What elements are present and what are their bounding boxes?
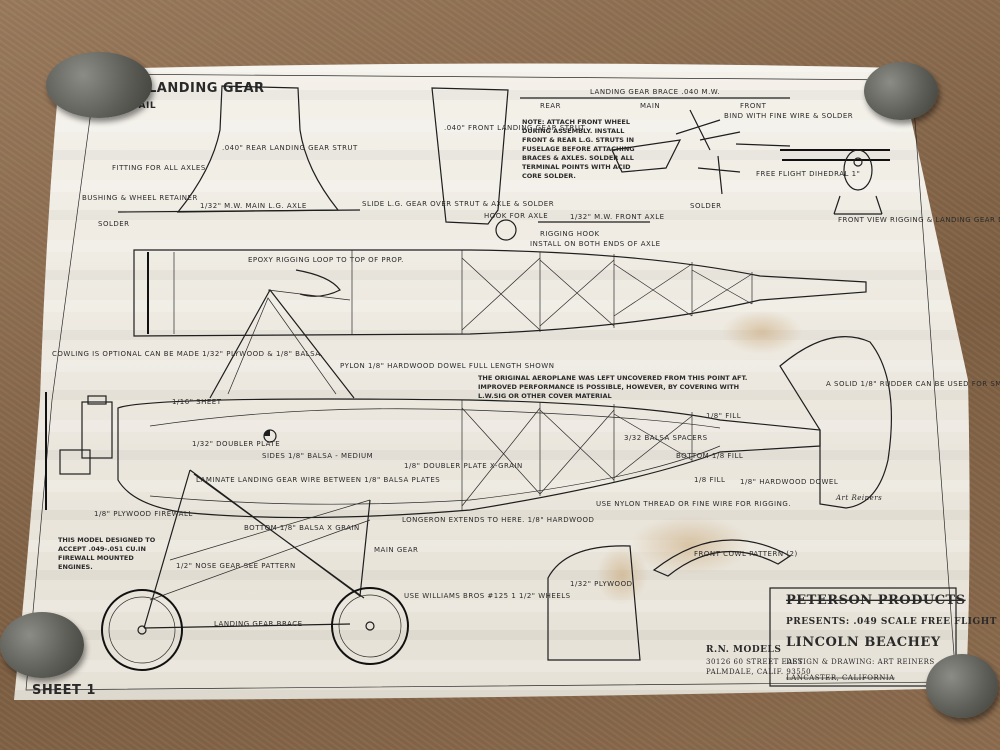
location-line: LANCASTER, CALIFORNIA [786, 674, 895, 682]
front-strut-label: .040" FRONT LANDING GEAR STRUT [444, 124, 586, 132]
front-strut-drawing [431, 87, 509, 225]
nose-gear-label: 1/2" NOSE GEAR SEE PATTERN [176, 562, 296, 570]
nylon-label: USE NYLON THREAD OR FINE WIRE FOR RIGGIN… [596, 500, 791, 508]
landing-gear-title: LANDING GEAR [148, 81, 265, 96]
longeron-label: LONGERON EXTENDS TO HERE. 1/8" HARDWOOD [402, 516, 594, 524]
signature: Art Reiners [835, 494, 882, 502]
doubler-label: 1/32" DOUBLER PLATE [192, 440, 280, 448]
patterns: 1/32" PLYWOOD FRONT COWL PATTERN (2) [547, 539, 798, 661]
design-line: DESIGN & DRAWING: ART REINERS [786, 658, 935, 666]
designed-note: THIS MODEL DESIGNED TO ACCEPT .049-.051 … [58, 536, 156, 571]
rigging-hook-label: RIGGING HOOK [540, 230, 600, 238]
cowling-label: COWLING IS OPTIONAL CAN BE MADE 1/32" PL… [52, 350, 323, 358]
fitting-label: FITTING FOR ALL AXLES [112, 164, 206, 172]
rn-models-stamp: R.N. MODELS 30126 60 STREET EAST PALMDAL… [706, 645, 811, 676]
install-both-label: INSTALL ON BOTH ENDS OF AXLE [530, 240, 661, 248]
fuselage-top-view: EPOXY RIGGING LOOP TO TOP OF PROP. [133, 249, 867, 337]
sheet-number: SHEET 1 [32, 683, 96, 698]
engine-drawing [81, 401, 113, 459]
laminate-label: LAMINATE LANDING GEAR WIRE BETWEEN 1/8" … [196, 476, 440, 484]
bind-label: BIND WITH FINE WIRE & SOLDER [724, 112, 853, 120]
rn-models-name: R.N. MODELS [706, 645, 781, 655]
brace-title: LANDING GEAR BRACE .040 M.W. [590, 88, 720, 96]
cowl-label: FRONT COWL PATTERN (2) [694, 550, 798, 558]
rear-strut-label: .040" REAR LANDING GEAR STRUT [222, 144, 358, 152]
plywood-pattern [547, 545, 641, 661]
rn-models-city: PALMDALE, CALIF. 93550 [706, 668, 811, 676]
brace-detail: LANDING GEAR BRACE .040 M.W. REAR MAIN F… [520, 88, 1000, 224]
brace-solder-label: SOLDER [690, 202, 722, 210]
main-gear-label: MAIN GEAR [374, 546, 418, 554]
solder-label: SOLDER [98, 220, 130, 228]
rudder-drawing [779, 336, 892, 509]
rn-models-street: 30126 60 STREET EAST [706, 658, 803, 666]
bushing-label: BUSHING & WHEEL RETAINER [82, 194, 198, 202]
bottom-fill-label: BOTTOM 1/8 FILL [676, 452, 743, 460]
assembly-note: NOTE: ATTACH FRONT WHEEL DURING ASSEMBLY… [522, 118, 635, 180]
doubler-plate-label: 1/8" DOUBLER PLATE X-GRAIN [404, 462, 523, 470]
model-name: LINCOLN BEACHEY [786, 635, 941, 650]
presents-line: PRESENTS: .049 SCALE FREE FLIGHT [786, 617, 997, 627]
epoxy-label: EPOXY RIGGING LOOP TO TOP OF PROP. [248, 256, 404, 264]
nose-wheel [101, 589, 183, 671]
sheet-border [25, 73, 957, 691]
spacers-label: 3/32 BALSA SPACERS [624, 434, 708, 442]
landing-gear-subtitle: DETAIL [118, 101, 156, 111]
slide-label: SLIDE L.G. GEAR OVER STRUT & AXLE & SOLD… [362, 200, 554, 208]
dowel-label: 1/8" HARDWOOD DOWEL [740, 478, 838, 486]
brace-front: FRONT [740, 102, 767, 110]
firewall-label: 1/8" PLYWOOD FIREWALL [94, 510, 193, 518]
hook-label: HOOK FOR AXLE [484, 212, 548, 220]
title-block: PETERSON PRODUCTS PRESENTS: .049 SCALE F… [769, 587, 997, 687]
main-wheel [331, 587, 409, 665]
company-name: PETERSON PRODUCTS [786, 593, 966, 608]
fill-label: 1/8" FILL [706, 412, 741, 420]
front-axle-label: 1/32" M.W. FRONT AXLE [570, 213, 665, 221]
brace-main: MAIN [640, 102, 660, 110]
pylon-label: PYLON 1/8" HARDWOOD DOWEL FULL LENGTH SH… [340, 362, 554, 370]
sides-label: SIDES 1/8" BALSA - MEDIUM [262, 452, 373, 460]
plywood-label: 1/32" PLYWOOD [570, 580, 632, 588]
wheels-label: USE WILLIAMS BROS #125 1 1/2" WHEELS [404, 592, 571, 600]
bottom-balsa-label: BOTTOM 1/8" BALSA X GRAIN [244, 524, 360, 532]
fuselage-side-view: COWLING IS OPTIONAL CAN BE MADE 1/32" PL… [45, 288, 1000, 671]
landing-gear-detail: LANDING GEAR DETAIL .040" REAR LANDING G… [82, 81, 665, 248]
original-aeroplane-note: THE ORIGINAL AEROPLANE WAS LEFT UNCOVERE… [478, 374, 748, 400]
rudder-label: A SOLID 1/8" RUDDER CAN BE USED FOR SMAL… [826, 380, 1000, 388]
gear-brace-label: LANDING GEAR BRACE [214, 620, 303, 628]
main-axle-label: 1/32" M.W. MAIN L.G. AXLE [200, 202, 307, 210]
front-view-label: FRONT VIEW RIGGING & LANDING GEAR DETAIL [838, 216, 1000, 224]
cowl-pattern [652, 539, 792, 577]
brace-rear: REAR [540, 102, 561, 110]
free-flight-label: FREE FLIGHT DIHEDRAL 1" [756, 170, 860, 178]
sheet-label: 1/16" SHEET [172, 398, 222, 406]
fill2-label: 1/8 FILL [694, 476, 725, 484]
